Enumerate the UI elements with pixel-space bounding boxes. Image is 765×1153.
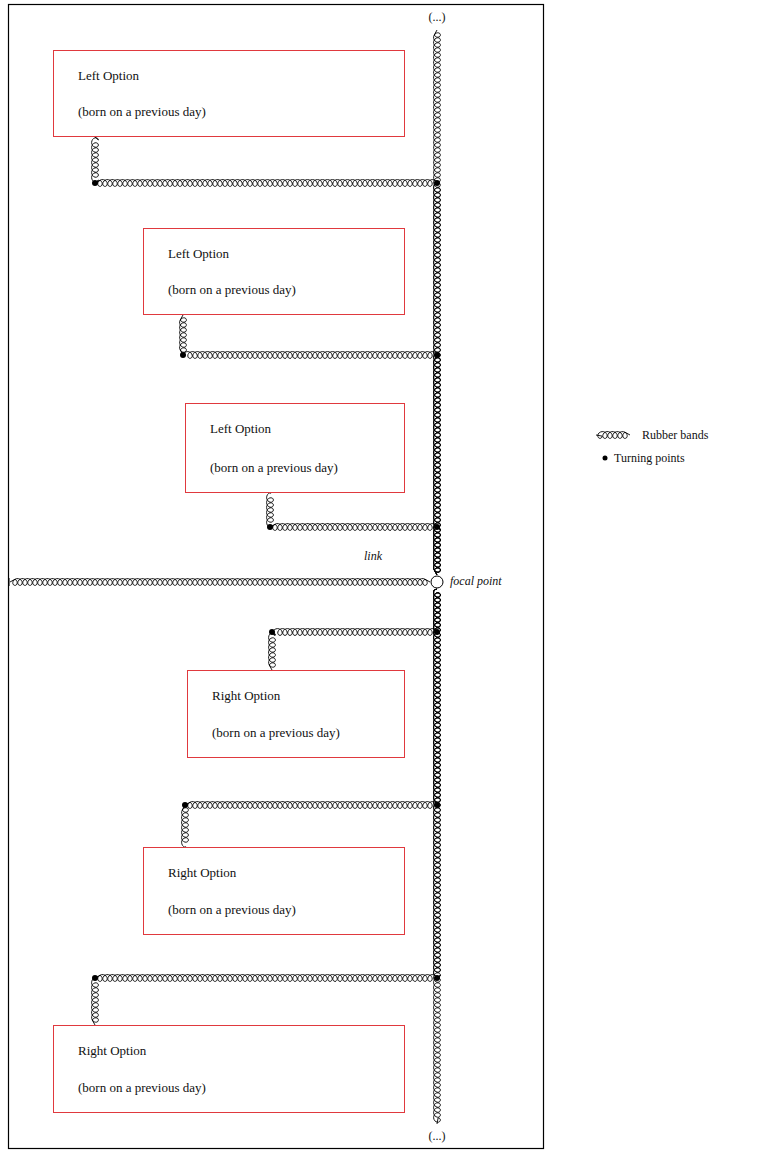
- link-tick: [9, 578, 10, 586]
- option-box: Left Option (born on a previous day): [185, 403, 405, 493]
- option-box: Left Option (born on a previous day): [53, 50, 405, 137]
- option-box: Right Option (born on a previous day): [53, 1025, 405, 1113]
- rubber-band-connector: [92, 137, 441, 575]
- option-box: Right Option (born on a previous day): [143, 847, 405, 935]
- option-note: (born on a previous day): [212, 725, 380, 740]
- option-note: (born on a previous day): [168, 902, 380, 917]
- legend-turning-point-sample: [603, 456, 608, 461]
- option-title: Right Option: [168, 865, 380, 880]
- frame: [9, 5, 544, 1149]
- focal-label: focal point: [450, 574, 502, 589]
- link-label: link: [364, 549, 382, 563]
- focal-circle: [430, 575, 444, 589]
- rubber-band-connector: [92, 589, 441, 1025]
- option-note: (born on a previous day): [210, 460, 380, 475]
- legend-text: Rubber bands: [642, 428, 708, 442]
- continuation-mark: (...): [429, 1129, 446, 1143]
- turning-points: [92, 180, 440, 981]
- legend-text: Turning points: [614, 451, 685, 465]
- rubber-band-connector: [182, 589, 441, 847]
- continuation-mark: (...): [429, 10, 446, 24]
- option-box: Right Option (born on a previous day): [187, 670, 405, 758]
- focal-point: focal point: [430, 575, 444, 589]
- option-note: (born on a previous day): [78, 104, 380, 119]
- focal-circle-outline: [431, 576, 443, 588]
- legend-rubber-band-sample: [596, 432, 630, 439]
- option-title: Left Option: [210, 421, 380, 436]
- option-box: Left Option (born on a previous day): [143, 228, 405, 315]
- rubber-band-connector: [180, 315, 441, 575]
- rubber-band-connector: [267, 493, 441, 575]
- option-note: (born on a previous day): [78, 1080, 380, 1095]
- option-note: (born on a previous day): [168, 282, 380, 297]
- option-title: Right Option: [78, 1043, 380, 1058]
- link-rubber-band: [10, 579, 430, 586]
- option-title: Left Option: [78, 68, 380, 83]
- rubber-band-connector: [269, 589, 441, 670]
- option-title: Left Option: [168, 246, 380, 261]
- option-title: Right Option: [212, 688, 380, 703]
